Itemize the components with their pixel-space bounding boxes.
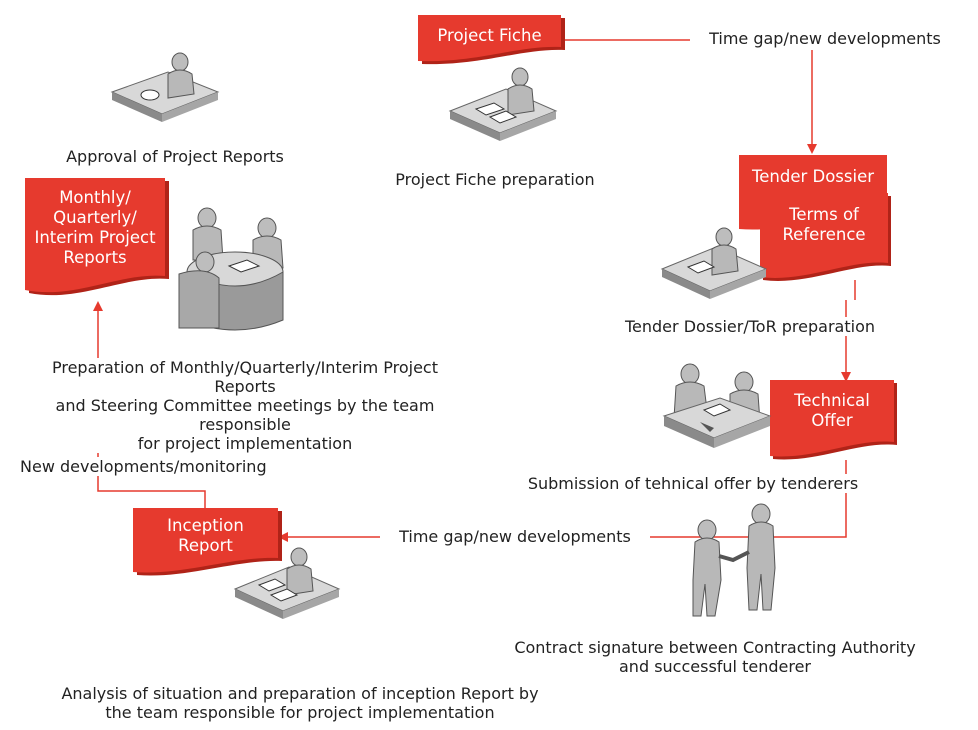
monthly-reports-tag: Monthly/ Quarterly/ Interim Project Repo… [25,178,171,300]
fiche-preparation-caption: Project Fiche preparation [370,170,620,189]
person-at-desk-icon [660,227,768,299]
technical-offer-label: Technical Offer [794,391,870,430]
person-at-desk-icon [233,547,341,619]
handshake-icon [692,503,776,617]
document-shape-icon [760,193,891,281]
submission-caption: Submission of tehnical offer by tenderer… [498,474,888,493]
person-at-desk-icon [448,67,558,141]
meeting-table-icon [178,207,284,331]
contract-signature-caption: Contract signature between Contracting A… [480,638,950,676]
document-shape-icon [133,508,282,576]
project-fiche-label: Project Fiche [437,26,542,45]
technical-offer-tag: Technical Offer [770,380,898,462]
handover-desk-icon [662,363,772,448]
inception-analysis-caption: Analysis of situation and preparation of… [20,684,580,722]
inception-report-tag: Inception Report [133,508,283,578]
monthly-reports-label: Monthly/ Quarterly/ Interim Project Repo… [34,188,156,267]
approval-caption: Approval of Project Reports [25,147,325,166]
inception-report-label: Inception Report [167,516,244,555]
time-gap-bottom-label: Time gap/new developments [380,527,650,546]
project-fiche-tag: Project Fiche [418,15,566,65]
terms-of-reference-tag: Terms of Reference [760,193,892,285]
time-gap-top-label: Time gap/new developments [690,29,960,48]
document-shape-icon [25,178,169,296]
document-shape-icon [418,15,565,65]
new-developments-monitoring-label: New developments/monitoring [20,457,310,476]
document-shape-icon [770,380,897,460]
tender-dossier-label: Tender Dossier [751,167,875,186]
person-at-desk-icon [110,52,220,122]
reports-preparation-caption: Preparation of Monthly/Quarterly/Interim… [20,358,470,453]
terms-of-reference-label: Terms of Reference [782,205,866,244]
tor-preparation-caption: Tender Dossier/ToR preparation [600,317,900,336]
